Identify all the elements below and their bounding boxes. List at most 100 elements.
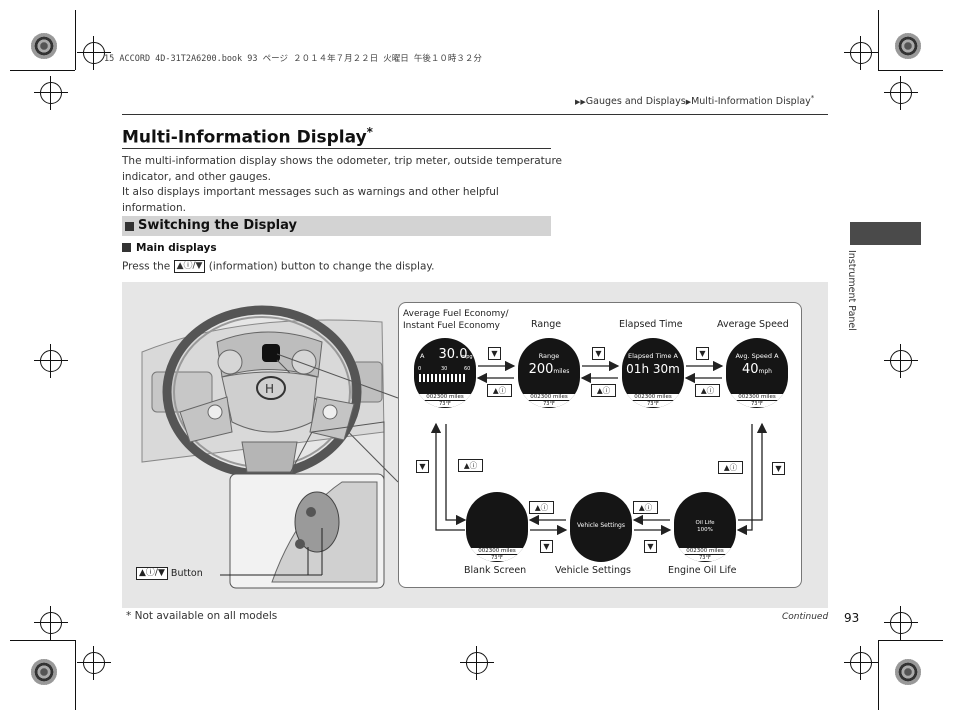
screen-fuel-economy: A 30.0 mpg 0 30 60 002300 miles 73°F <box>414 338 476 408</box>
info-button-icon: ▲ⓘ <box>487 384 512 397</box>
temperature: 73°F <box>466 555 528 561</box>
label-avg-fuel: Average Fuel Economy/Instant Fuel Econom… <box>403 309 509 331</box>
label-vehicle-settings: Vehicle Settings <box>555 565 631 576</box>
oil-title: Oil Life <box>695 520 715 526</box>
section-header: Switching the Display <box>122 216 551 236</box>
title-rule <box>122 148 551 149</box>
crop-line <box>878 640 879 710</box>
header-rule <box>122 114 828 115</box>
crosshair-icon <box>34 76 68 110</box>
page-title: Multi-Information Display* <box>122 125 373 148</box>
breadcrumb: ▶▶Gauges and Displays▶Multi-Information … <box>575 94 814 107</box>
oil-value: 100% <box>697 527 713 533</box>
crosshair-icon <box>34 606 68 640</box>
crosshair-icon <box>884 344 918 378</box>
temperature: 73°F <box>518 401 580 407</box>
fuel-scale-30: 30 <box>441 366 448 372</box>
section-square-icon <box>125 222 134 231</box>
temperature: 73°F <box>414 401 476 407</box>
crop-line <box>878 70 943 71</box>
down-button-icon: ▼ <box>488 347 501 360</box>
speed-title: Avg. Speed A <box>735 352 779 360</box>
breadcrumb-item-gauges[interactable]: Gauges and Displays <box>585 96 686 108</box>
temperature: 73°F <box>726 401 788 407</box>
down-button-icon: ▼ <box>592 347 605 360</box>
breadcrumb-arrows-icon: ▶▶ <box>575 98 586 107</box>
crosshair-icon <box>77 646 111 680</box>
down-button-icon: ▼ <box>696 347 709 360</box>
label-elapsed: Elapsed Time <box>619 319 683 330</box>
breadcrumb-item-mid[interactable]: Multi-Information Display <box>691 96 811 108</box>
odometer: 002300 miles <box>414 394 476 400</box>
fuel-mode: A <box>420 352 425 360</box>
registration-target-icon <box>895 33 921 59</box>
crosshair-icon <box>34 344 68 378</box>
down-button-icon: ▼ <box>416 460 429 473</box>
down-button-icon: ▼ <box>540 540 553 553</box>
odometer: 002300 miles <box>674 548 736 554</box>
elapsed-title: Elapsed Time A <box>627 352 679 360</box>
continued-label: Continued <box>782 612 829 622</box>
crosshair-icon <box>844 646 878 680</box>
chapter-tab-label: Instrument Panel <box>846 250 857 331</box>
screen-avg-speed: Avg. Speed A 40mph 002300 miles 73°F <box>726 338 788 408</box>
page-number: 93 <box>844 611 860 625</box>
instruction-text: Press the ▲ⓘ/▼ (information) button to c… <box>122 260 435 273</box>
fuel-bar-graph <box>419 374 465 382</box>
fuel-scale-0: 0 <box>418 366 422 372</box>
label-oil-life: Engine Oil Life <box>668 565 737 576</box>
registration-target-icon <box>31 33 57 59</box>
down-button-icon: ▼ <box>644 540 657 553</box>
chapter-tab[interactable] <box>850 222 921 245</box>
fuel-scale-60: 60 <box>464 366 471 372</box>
intro-text: The multi-information display shows the … <box>122 155 562 214</box>
odometer: 002300 miles <box>622 394 684 400</box>
breadcrumb-sep-icon: ▶ <box>685 98 692 107</box>
button-caption-icon: ▲ⓘ/▼ <box>136 567 168 580</box>
sub-heading: Main displays <box>136 242 217 254</box>
down-button-icon: ▼ <box>772 462 785 475</box>
screen-blank: 002300 miles 73°F <box>466 492 528 562</box>
info-button-icon: ▲ⓘ <box>591 384 616 397</box>
figure-button-caption: ▲ⓘ/▼ Button <box>136 567 203 580</box>
info-button-icon: ▲ⓘ <box>718 461 743 474</box>
label-range: Range <box>531 319 562 330</box>
svg-text:H: H <box>265 382 274 396</box>
breadcrumb-star: * <box>810 94 815 102</box>
section-title: Switching the Display <box>138 218 297 233</box>
vehicle-settings-text: Vehicle Settings <box>577 522 625 529</box>
temperature: 73°F <box>622 401 684 407</box>
crop-line <box>878 640 943 641</box>
screen-elapsed-time: Elapsed Time A 01h 30m 002300 miles 73°F <box>622 338 684 408</box>
elapsed-value: 01h 30m <box>626 362 680 376</box>
crop-line <box>75 640 76 710</box>
label-blank: Blank Screen <box>464 565 527 576</box>
screen-oil-life: Oil Life 100% 002300 miles 73°F <box>674 492 736 562</box>
info-button-icon: ▲ⓘ <box>695 384 720 397</box>
range-value: 200miles <box>528 362 570 377</box>
speed-value: 40mph <box>741 362 772 377</box>
crosshair-icon <box>884 76 918 110</box>
info-button-icon: ▲ⓘ <box>529 501 554 514</box>
fuel-unit: mpg <box>461 354 473 360</box>
print-header: 15 ACCORD 4D-31T2A6200.book 93 ページ ２０１４年… <box>104 54 482 64</box>
title-star: * <box>366 125 373 139</box>
registration-target-icon <box>31 659 57 685</box>
crop-line <box>10 640 75 641</box>
steering-wheel-illustration: H <box>141 305 399 589</box>
odometer: 002300 miles <box>466 548 528 554</box>
info-button-icon: ▲ⓘ <box>458 459 483 472</box>
footnote: * Not available on all models <box>126 610 278 622</box>
screen-vehicle-settings: Vehicle Settings <box>570 492 632 562</box>
range-title: Range <box>538 352 560 360</box>
crosshair-icon <box>460 646 494 680</box>
fuel-value: 30.0 <box>438 347 468 362</box>
subheading-square-icon <box>122 243 131 252</box>
crop-line <box>10 70 75 71</box>
temperature: 73°F <box>674 555 736 561</box>
label-avg-speed: Average Speed <box>717 319 789 330</box>
crop-line <box>878 10 879 70</box>
crosshair-icon <box>884 606 918 640</box>
crop-line <box>75 10 76 70</box>
screen-range: Range 200miles 002300 miles 73°F <box>518 338 580 408</box>
